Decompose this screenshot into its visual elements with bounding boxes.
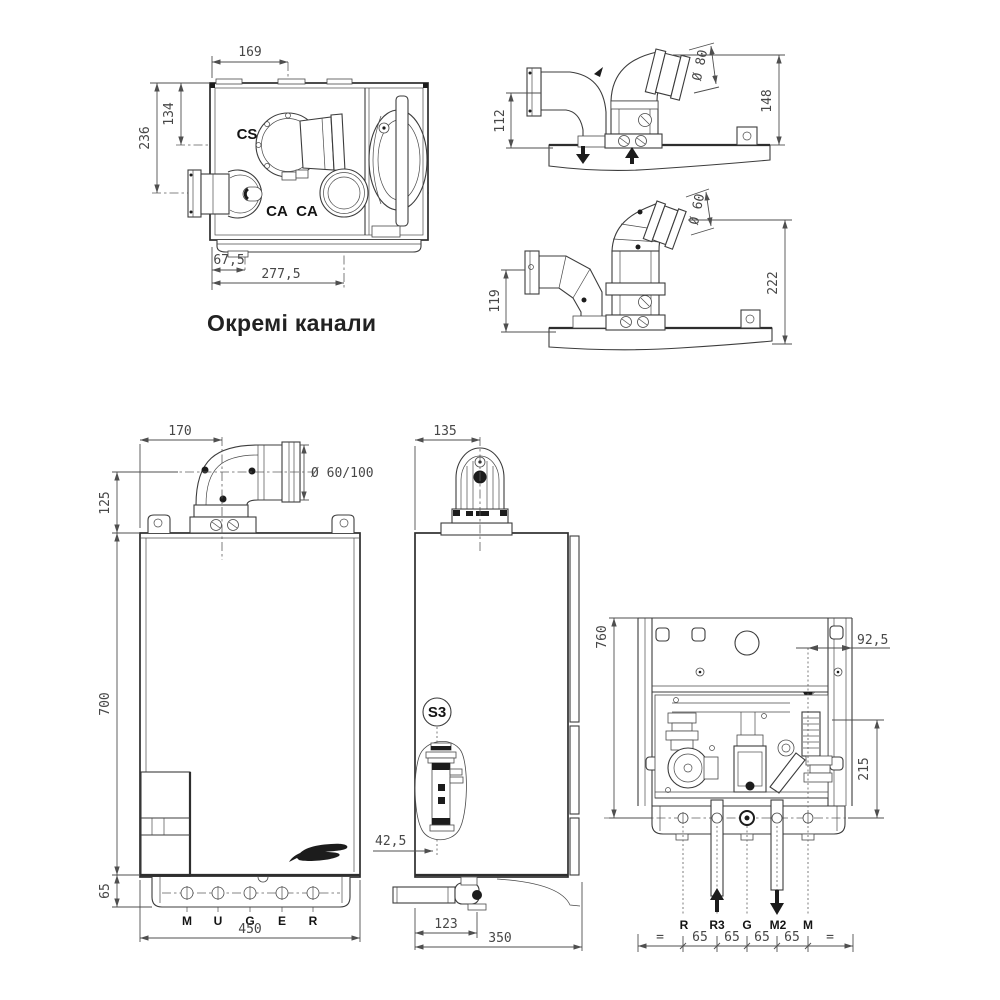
- dim-side-42-5: 42,5: [375, 834, 406, 849]
- flue-opening: [734, 630, 760, 656]
- cs-flue-port: [255, 112, 346, 181]
- dim-flueb-dia60: Ø 60: [687, 192, 708, 226]
- label-ca-port-1: CA: [266, 203, 288, 220]
- mounting-hole: [655, 627, 670, 642]
- bottom-connections-view: R R3 G M2 M = 65 65 65 65 = 760 92,5: [595, 617, 890, 952]
- dim-fluea-148: 148: [760, 89, 775, 112]
- label-conn-m2: M2: [770, 918, 787, 932]
- dim-flueb-119: 119: [488, 289, 503, 312]
- dim-65-1: 65: [692, 930, 708, 945]
- dim-65-2: 65: [724, 930, 740, 945]
- dim-top-277-5: 277,5: [261, 267, 300, 282]
- side-connection-box: [140, 771, 192, 877]
- flow-direction-marker: [594, 67, 603, 77]
- bottom-connection-points: [677, 810, 814, 826]
- exhaust-elbow: [540, 71, 607, 146]
- wall-bracket-right: [331, 514, 355, 533]
- dim-fluea-dia80: Ø 80: [690, 48, 711, 82]
- expansion-hose: [801, 711, 821, 757]
- label-cs-port: CS: [237, 126, 258, 143]
- label-conn-g: G: [245, 914, 254, 928]
- dim-fluea-112: 112: [493, 109, 508, 132]
- dim-side-135: 135: [433, 424, 456, 439]
- dim-flueb-222: 222: [766, 271, 781, 294]
- label-conn-u: U: [214, 914, 223, 928]
- label-conn-m3: M: [803, 918, 813, 932]
- dim-side-350: 350: [488, 931, 511, 946]
- dim-eq-left: =: [656, 930, 664, 945]
- brand-logo: [289, 843, 348, 862]
- label-conn-m: M: [182, 914, 192, 928]
- label-s3: S3: [428, 704, 446, 721]
- dim-front-170: 170: [168, 424, 191, 439]
- dim-top-169: 169: [238, 45, 261, 60]
- wall-bracket-left: [147, 514, 171, 533]
- label-conn-r: R: [309, 914, 318, 928]
- top-view-separate-ducts: CS CA CA 169 134 236 67,5 277,5 Окремі к…: [138, 45, 430, 336]
- dim-65-4: 65: [784, 930, 800, 945]
- air-up-arrow: [625, 147, 639, 164]
- dim-eq-right: =: [826, 930, 834, 945]
- dim-front-dia60-100: Ø 60/100: [311, 466, 374, 481]
- dim-top-134: 134: [162, 102, 177, 126]
- flue-elbow-end-view: [440, 447, 513, 536]
- casing-bottom-edge: [216, 240, 422, 253]
- drain-pipe: [392, 876, 487, 911]
- r3-up-arrow: [710, 888, 724, 912]
- dim-front-125: 125: [98, 491, 113, 514]
- dim-top-67-5: 67,5: [213, 253, 244, 268]
- ca-air-ports: [187, 168, 369, 219]
- dim-side-123: 123: [434, 917, 457, 932]
- exhaust-down-arrow: [576, 146, 590, 164]
- dim-bottom-92-5: 92,5: [857, 633, 888, 648]
- label-conn-r2: R: [680, 918, 689, 932]
- label-conn-e: E: [278, 914, 286, 928]
- dim-bottom-215: 215: [857, 757, 872, 780]
- coaxial-flue-elbow: [189, 441, 301, 534]
- dim-front-700: 700: [98, 692, 113, 715]
- dim-65-3: 65: [754, 930, 770, 945]
- flue-view-dia60: 119 Ø 60 222: [488, 188, 792, 351]
- flue-view-dia80: 112 Ø 80 148: [493, 42, 785, 172]
- siphon-detail: [414, 741, 467, 841]
- front-connection-points: [180, 886, 320, 912]
- label-conn-g2: G: [742, 918, 751, 932]
- label-ca-port-2: CA: [296, 203, 318, 220]
- label-conn-r3: R3: [709, 918, 725, 932]
- dim-front-450: 450: [238, 922, 261, 937]
- side-view: S3: [373, 424, 583, 951]
- fan-unit: [368, 95, 428, 238]
- s3-callout-circle: [422, 697, 452, 727]
- front-view: M U G E R 170 Ø 60/100 125 700 65 450: [98, 424, 374, 942]
- dim-front-65: 65: [98, 883, 113, 899]
- hydraulic-assembly: [654, 694, 833, 799]
- dim-bottom-760: 760: [595, 625, 610, 648]
- caption-separate-ducts: Окремі канали: [207, 310, 376, 336]
- m2-down-arrow: [770, 890, 784, 915]
- dim-top-236: 236: [138, 126, 153, 149]
